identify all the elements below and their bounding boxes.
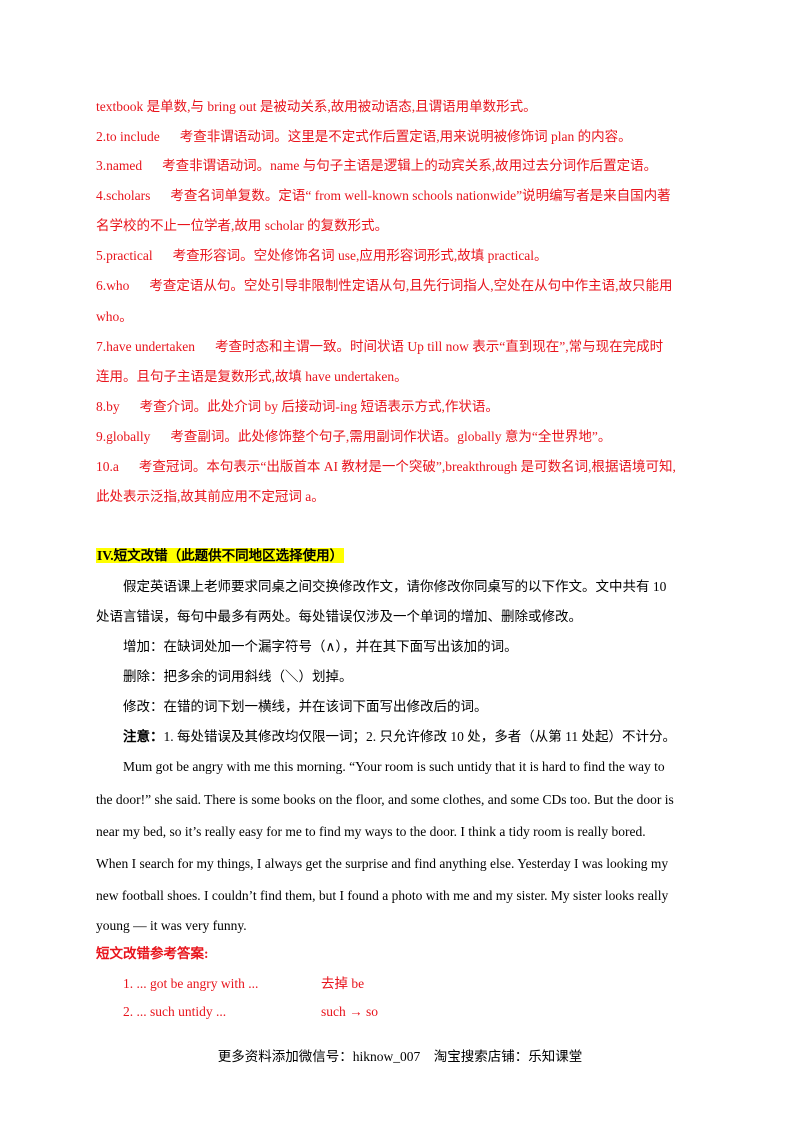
answer-line: who。 bbox=[96, 309, 133, 324]
page-footer: 更多资料添加微信号：hiknow_007 淘宝搜索店铺：乐知课堂 bbox=[217, 1049, 583, 1064]
passage-line: new football shoes. I couldn’t find them… bbox=[96, 888, 669, 903]
answer-error: 1. ... got be angry with ... bbox=[123, 976, 259, 991]
instruction-line: 假定英语课上老师要求同桌之间交换修改作文，请你修改你同桌写的以下作文。文中共有 … bbox=[123, 579, 667, 594]
answer-line: 连用。且句子主语是复数形式,故填 have undertaken。 bbox=[96, 369, 408, 384]
instruction-line: 删除：把多余的词用斜线（＼）划掉。 bbox=[123, 669, 353, 684]
instruction-line: 增加：在缺词处加一个漏字符号（∧），并在其下面写出该加的词。 bbox=[123, 639, 518, 654]
passage-line: When I search for my things, I always ge… bbox=[96, 856, 669, 871]
answer-line: 此处表示泛指,故其前应用不定冠词 a。 bbox=[96, 489, 325, 504]
passage-line: near my bed, so it’s really easy for me … bbox=[96, 824, 646, 839]
answer-line: textbook 是单数,与 bring out 是被动关系,故用被动语态,且谓… bbox=[96, 99, 537, 114]
note-label: 注意： bbox=[123, 729, 164, 744]
answer-fix: 去掉 be bbox=[321, 976, 365, 991]
passage-line: Mum got be angry with me this morning. “… bbox=[123, 759, 665, 774]
note-line: 注意：1. 每处错误及其修改均仅限一词；2. 只允许修改 10 处，多者（从第 … bbox=[123, 728, 676, 746]
section-heading: IV.短文改错（此题供不同地区选择使用） bbox=[96, 548, 345, 563]
instruction-line: 处语言错误，每句中最多有两处。每处错误仅涉及一个单词的增加、删除或修改。 bbox=[96, 609, 582, 624]
answer-heading: 短文改错参考答案: bbox=[96, 946, 209, 961]
answer-line: 名学校的不止一位学者,故用 scholar 的复数形式。 bbox=[96, 218, 389, 233]
passage-line: the door!” she said. There is some books… bbox=[96, 792, 674, 807]
answer-error: 2. ... such untidy ... bbox=[123, 1004, 227, 1019]
passage-line: young — it was very funny. bbox=[96, 918, 247, 933]
note-text: 1. 每处错误及其修改均仅限一词；2. 只允许修改 10 处，多者（从第 11 … bbox=[163, 729, 677, 744]
instruction-line: 修改：在错的词下划一横线，并在该词下面写出修改后的词。 bbox=[123, 699, 488, 714]
answer-fix: such → so bbox=[321, 1004, 378, 1019]
